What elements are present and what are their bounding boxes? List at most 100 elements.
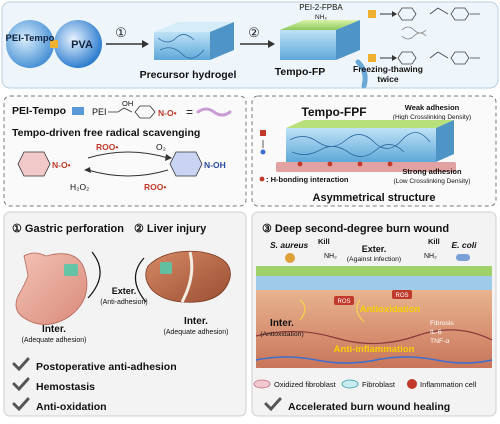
il6-label: IL-6 — [430, 329, 442, 336]
roo-top-label: ROO• — [96, 142, 118, 152]
ros-badge-1-label: ROS — [337, 299, 350, 305]
schiff-base-structure-1 — [450, 7, 480, 21]
step1-marker: ① — [115, 25, 127, 40]
pei-tempo-heading: PEI-Tempo — [12, 105, 66, 117]
check-icon-2 — [12, 377, 30, 392]
reverse-arrow — [87, 169, 169, 177]
freeze-thaw-label: Freezing-thawing — [353, 64, 423, 74]
ros-badge-2-label: ROS — [395, 293, 408, 299]
liver-ligament — [180, 251, 194, 303]
hbond-dot-3 — [357, 161, 363, 167]
check-icon-3 — [12, 397, 30, 412]
nh2-right-label: NH₂ — [424, 253, 437, 260]
nh2-label: NH₂ — [315, 14, 327, 21]
hbond-dot-2 — [327, 161, 333, 167]
exter-label: Exter. — [112, 286, 137, 296]
synthesis-row: PEI-Tempo PVA ① Precursor hydrogel ② PEI… — [1, 1, 499, 89]
pei-tempo-sphere — [6, 20, 54, 68]
weak-adhesion-sub: (High Crosslinking Density) — [393, 114, 471, 121]
tempo-fpf-panel: Tempo-FPF Weak adhesion (High Crosslinki… — [251, 95, 497, 207]
kill-right-label: Kill — [428, 237, 440, 246]
fpf-network-lines — [289, 132, 431, 157]
liver-illustration — [145, 250, 231, 303]
hbond-dot-1 — [297, 161, 303, 167]
blood-vessel — [255, 356, 493, 364]
stomach-adhesion-arc — [87, 251, 101, 299]
tempo-fp-label: Tempo-FP — [275, 66, 326, 78]
synthesis-panel-bg — [1, 1, 499, 89]
n-o-label: N-O• — [158, 108, 177, 118]
adequate-right-label: (Adequate adhesion) — [164, 329, 229, 336]
tnf-label: TNF-α — [430, 338, 449, 345]
burn-inter-label: Inter. — [270, 318, 294, 329]
pei-tempo-label: PEI-Tempo — [6, 33, 55, 44]
gastric-title: ① Gastric perforation — [12, 223, 124, 235]
boronate-structure-2 — [397, 51, 449, 65]
oxidized-fibroblast-icon — [253, 379, 271, 389]
boronate-square-icon — [368, 54, 376, 62]
ros-badge-2 — [392, 290, 412, 299]
step2-arrowhead — [268, 40, 275, 48]
scavenging-title: Tempo-driven free radical scavenging — [12, 127, 200, 139]
tempo-fpf-title: Tempo-FPF — [301, 105, 366, 119]
forward-arrow — [87, 151, 169, 159]
tempo-ring — [134, 105, 156, 119]
fpf-side-face — [436, 120, 454, 162]
forward-arrowhead — [165, 154, 172, 161]
tissue-surface — [276, 162, 456, 172]
burn-exter-label: Exter. — [362, 244, 387, 254]
tissue-layer-line — [255, 329, 493, 345]
n-oh-label: N-OH — [204, 160, 226, 170]
fp-green-top — [280, 20, 360, 30]
anti-inflammation-label: Anti-inflammation — [334, 344, 415, 355]
reaction-arrowhead-2 — [392, 55, 397, 61]
liver-title: ② Liver injury — [134, 223, 207, 235]
e-coli-label: E. coli — [451, 240, 477, 250]
asymmetrical-structure-label: Asymmetrical structure — [313, 192, 436, 204]
twice-label: twice — [377, 74, 399, 84]
tempo-fp-block — [280, 30, 336, 60]
e-coli-icon — [456, 254, 470, 261]
precursor-side-face — [210, 22, 234, 60]
polymer-network-lines — [157, 34, 205, 59]
ros-pathway — [299, 299, 365, 323]
weak-adhesion-label: Weak adhesion — [405, 103, 460, 112]
scavenging-panel-border — [3, 95, 247, 207]
nh2-left-label: NH₂ — [324, 253, 337, 260]
hbond-legend-label: : H-bonding interaction — [266, 175, 349, 184]
boronic-acid-square-icon — [368, 10, 376, 18]
polymer-chain-icon — [196, 107, 232, 117]
schiff-base-structure-2 — [450, 51, 480, 65]
liver-hydrogel-patch — [160, 262, 172, 274]
check3-label: Anti-oxidation — [36, 401, 107, 413]
pva-label: PVA — [71, 39, 93, 51]
o2-label: O₂ — [156, 142, 166, 152]
burn-wound-panel: ③ Deep second-degree burn wound S. aureu… — [251, 211, 497, 417]
step1-arrowhead — [142, 40, 149, 48]
skin-tissue — [256, 290, 492, 368]
hbond-legend-dot — [259, 176, 265, 182]
reaction-arrowhead-1 — [392, 11, 397, 17]
linker-bond — [108, 107, 133, 113]
legend-fibroblast-label: Fibroblast — [362, 380, 396, 389]
strong-adhesion-label: Strong adhesion — [402, 167, 462, 176]
pva-sphere — [54, 20, 102, 68]
anti-adhesion-label: (Anti-adhesion) — [100, 299, 147, 306]
burn-title: ③ Deep second-degree burn wound — [262, 223, 449, 235]
precursor-hydrogel-block — [154, 32, 210, 60]
burn-hydrogel-body — [256, 276, 492, 290]
legend-red-square — [260, 130, 266, 136]
step2-marker: ② — [248, 25, 260, 40]
kill-left-label: Kill — [318, 237, 330, 246]
ros-badge-1 — [334, 296, 354, 305]
check2-label: Hemostasis — [36, 381, 95, 393]
scavenging-panel: PEI-Tempo PEI OH N-O• = Tempo-driven fre… — [3, 95, 247, 207]
legend-oxidized-label: Oxidized fibroblast — [274, 380, 337, 389]
pva-chain-icon — [401, 26, 427, 40]
s-aureus-icon — [285, 253, 295, 263]
inflammation-cell-icon — [407, 379, 417, 389]
pei2fpba-label: PEI-2-FPBA — [299, 3, 343, 12]
fibrosis-label: Fibrosis — [430, 320, 454, 327]
